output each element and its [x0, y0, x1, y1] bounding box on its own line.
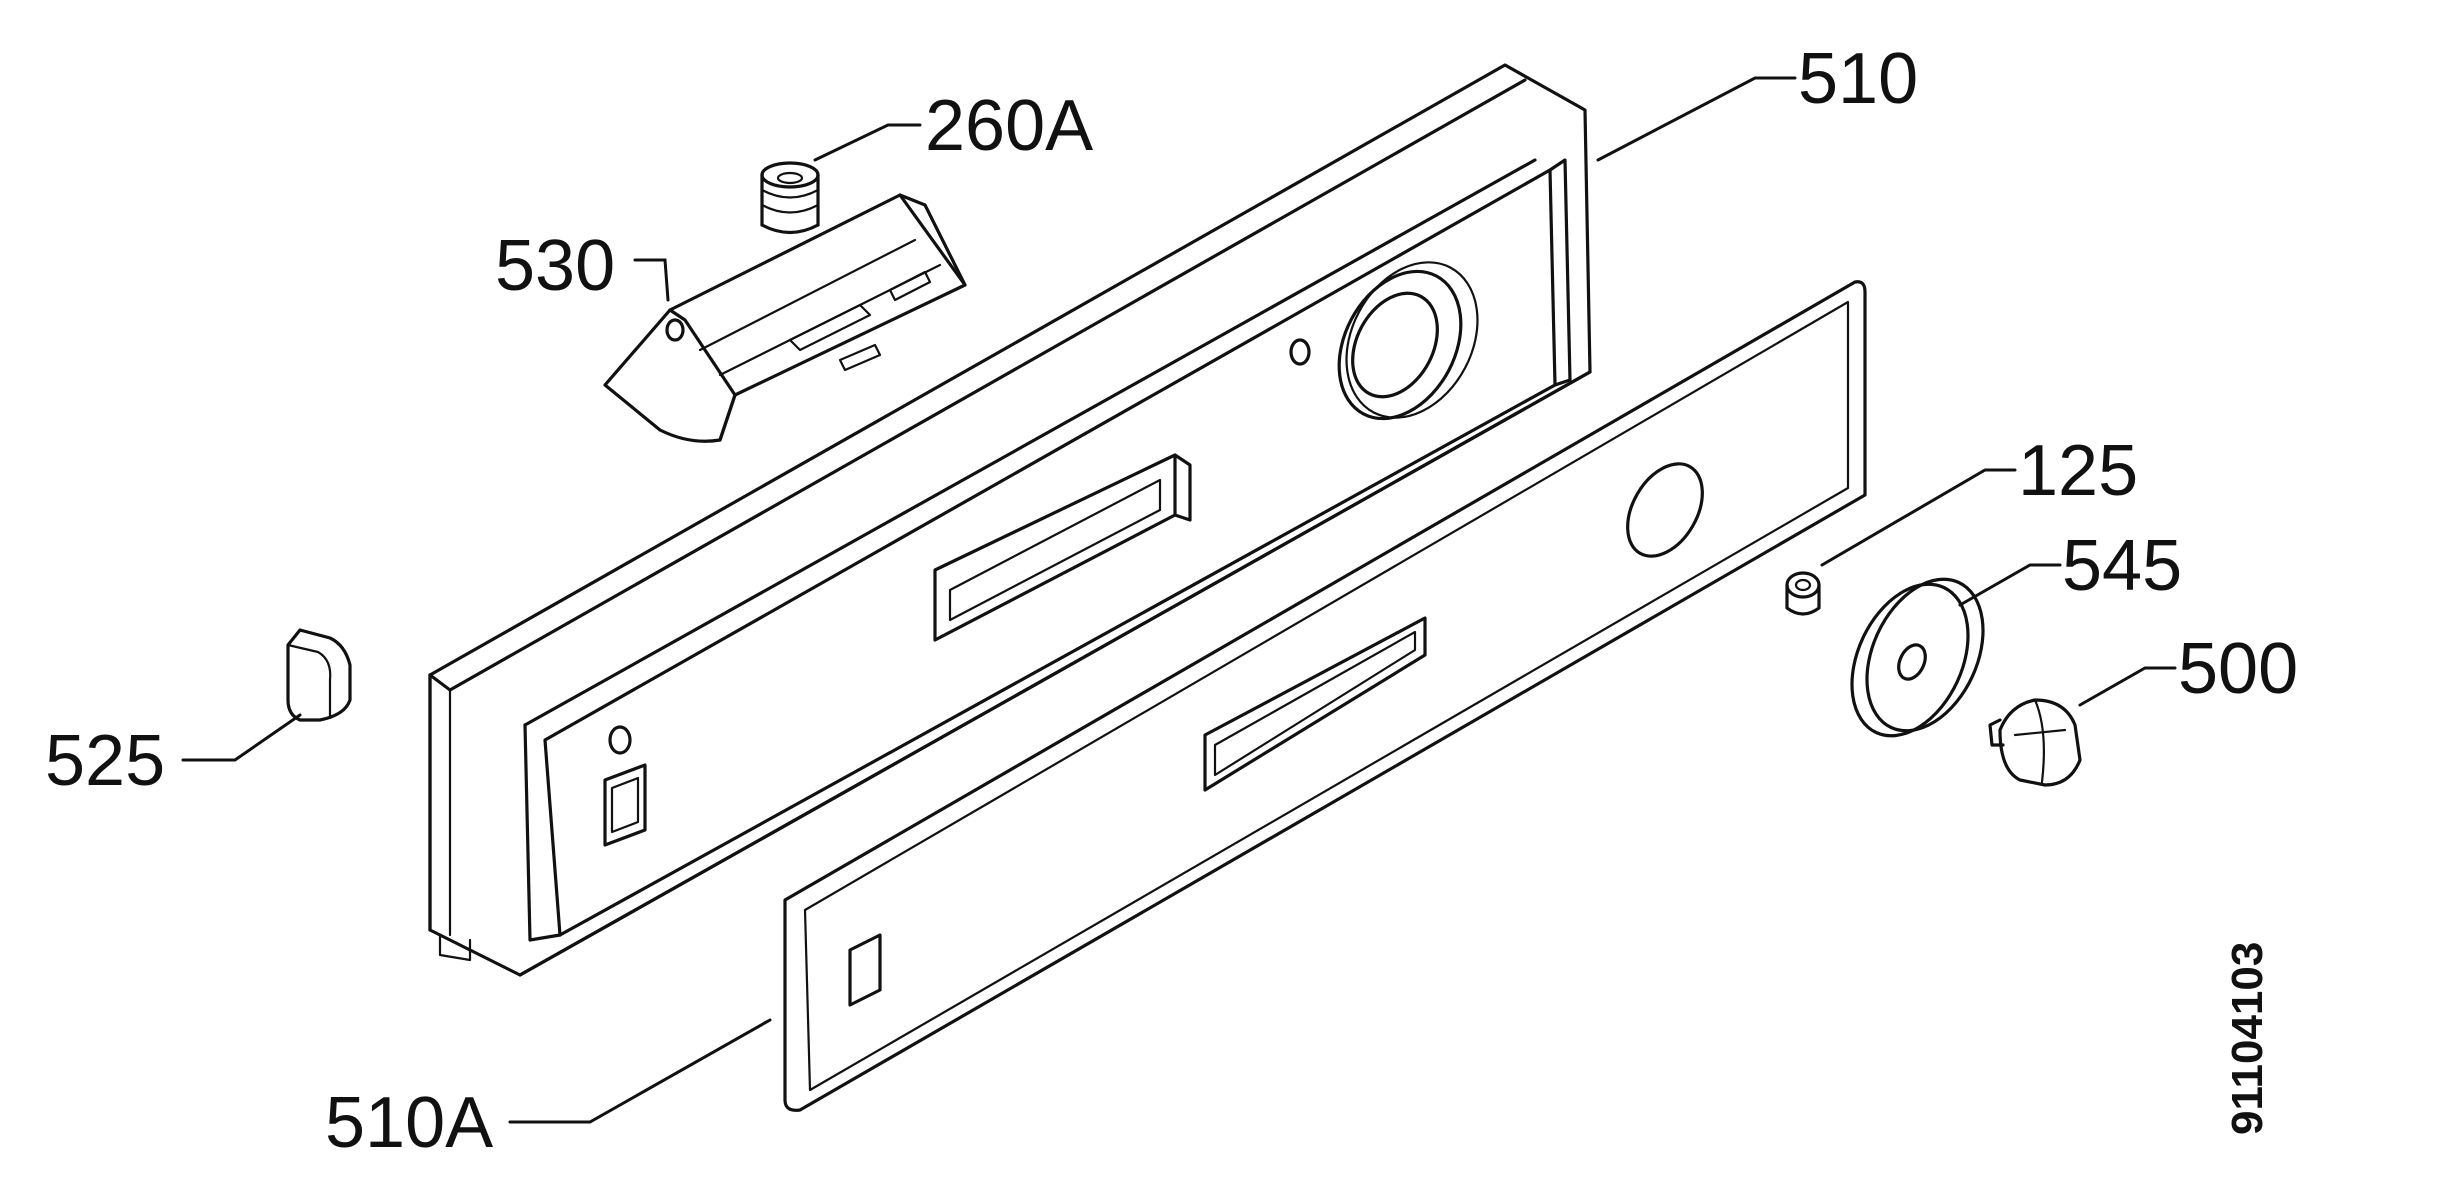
push-button-525: [286, 628, 352, 722]
leader-530: [633, 258, 670, 302]
leader-125: [1820, 468, 2017, 567]
front-fascia-panel-510A: [783, 280, 1867, 1112]
leader-260A: [813, 123, 922, 162]
leader-lines: [181, 76, 2177, 1124]
leader-510A: [508, 1018, 772, 1124]
callout-545: 545: [2062, 526, 2182, 606]
spring-260A: [760, 161, 820, 235]
callout-500: 500: [2178, 629, 2298, 709]
leader-500: [2078, 666, 2177, 707]
leader-510: [1596, 76, 1797, 162]
leader-525: [181, 713, 302, 762]
document-code: 91104103: [2223, 942, 2272, 1135]
callout-125: 125: [2018, 431, 2138, 511]
knob-disc-545: [1850, 577, 1985, 738]
callout-510: 510: [1798, 39, 1918, 119]
bushing-125: [1785, 571, 1821, 616]
control-panel-housing-510: [428, 63, 1592, 977]
callout-510A: 510A: [325, 1083, 493, 1163]
callout-530: 530: [495, 226, 615, 306]
switch-bracket-530: [603, 193, 967, 443]
callout-260A: 260A: [925, 86, 1093, 166]
leader-545: [1958, 563, 2062, 607]
control-knob-500: [1988, 698, 2082, 787]
callout-525: 525: [45, 721, 165, 801]
